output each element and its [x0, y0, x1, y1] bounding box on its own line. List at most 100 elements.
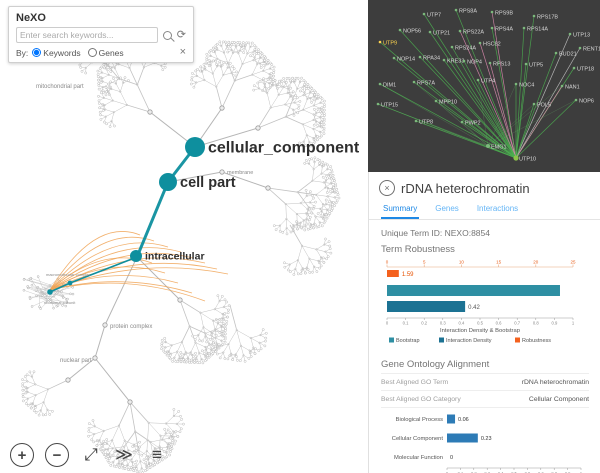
gene-label[interactable]: NOC4 [519, 82, 534, 88]
gene-node-RPS7A[interactable] [413, 81, 416, 84]
radio-keywords[interactable] [32, 48, 41, 57]
gene-label[interactable]: UTP18 [577, 66, 594, 72]
gene-label[interactable]: NOP56 [403, 28, 421, 34]
gene-node-DIM1[interactable] [379, 83, 382, 86]
tree-label[interactable]: macromolecular complex [46, 272, 90, 277]
fit-to-screen-button[interactable]: ⤢ [80, 444, 102, 466]
tree-node-label[interactable]: intracellular [145, 251, 205, 263]
gene-node-NOC4[interactable] [515, 83, 518, 86]
gene-label[interactable]: RPS24A [455, 45, 476, 51]
gene-node-UTP15[interactable] [377, 103, 380, 106]
gene-label[interactable]: BUD21 [559, 51, 577, 57]
gene-node-BUD21[interactable] [555, 52, 558, 55]
tree-label[interactable]: ribosomal subunit [44, 300, 76, 305]
gene-label[interactable]: UTP13 [573, 32, 590, 38]
zoom-out-button[interactable]: − [45, 443, 69, 467]
gene-label[interactable]: KRE33 [447, 58, 464, 64]
gene-node-RPS9B[interactable] [491, 11, 494, 14]
tree-label[interactable]: membrane [227, 170, 253, 176]
tab-genes[interactable]: Genes [433, 201, 461, 219]
gene-node-NOP6[interactable] [575, 99, 578, 102]
gene-node-UTP7[interactable] [423, 13, 426, 16]
gene-node-POL5[interactable] [533, 103, 536, 106]
interaction-network-canvas[interactable]: RPS8ARPS9BRPS17BUTP7UTP21RPS22ANOP56RPS4… [368, 0, 600, 172]
gene-node-UTP5[interactable] [525, 63, 528, 66]
gene-label[interactable]: UTP9 [383, 40, 397, 46]
gene-node-NOP4[interactable] [463, 60, 466, 63]
gene-label[interactable]: UTP15 [381, 102, 398, 108]
gene-node-UTP21[interactable] [429, 31, 432, 34]
gene-node-RPS4A[interactable] [491, 27, 494, 30]
gene-node-NOP14[interactable] [393, 57, 396, 60]
tree-node-intracellular[interactable] [130, 250, 142, 262]
gene-label[interactable]: NOP6 [579, 98, 594, 104]
gene-label[interactable]: RPS4A [495, 26, 513, 32]
tree-node-cell-part[interactable] [159, 173, 177, 191]
gene-node-HSC82[interactable] [479, 42, 482, 45]
gene-label[interactable]: RPS14A [527, 26, 548, 32]
tree-node-label[interactable]: cellular_component [208, 140, 360, 157]
gene-label[interactable]: NOP4 [467, 59, 482, 65]
gene-label[interactable]: RENT1 [583, 46, 600, 52]
zoom-in-button[interactable]: + [10, 443, 34, 467]
gene-node-NOP56[interactable] [399, 29, 402, 32]
gene-node-RPS8A[interactable] [455, 9, 458, 12]
ontology-tree-canvas[interactable]: cellular_componentcell part intracellular… [0, 0, 368, 473]
close-detail-icon[interactable]: × [379, 180, 395, 196]
tree-label[interactable]: protein complex [110, 324, 152, 330]
search-icon[interactable] [163, 31, 172, 40]
search-by-genes[interactable]: Genes [88, 48, 124, 58]
gene-label[interactable]: RPS13 [493, 61, 510, 67]
gene-label[interactable]: UTP5 [529, 62, 543, 68]
gene-label[interactable]: RPA34 [423, 55, 440, 61]
gene-label[interactable]: UTP4 [481, 78, 495, 84]
gene-label[interactable]: DIM1 [383, 82, 396, 88]
tree-node-label[interactable]: cell part [180, 175, 236, 191]
gene-node-UTP4[interactable] [477, 79, 480, 82]
gene-label[interactable]: MPP10 [439, 99, 457, 105]
gene-node-EMG1[interactable] [486, 144, 490, 148]
gene-label[interactable]: NOP14 [397, 56, 415, 62]
gene-node-RPS13[interactable] [489, 62, 492, 65]
layers-button[interactable]: ≡ [146, 444, 168, 466]
gene-label[interactable]: RPS22A [463, 29, 484, 35]
gene-label[interactable]: UTP7 [427, 12, 441, 18]
tab-summary[interactable]: Summary [381, 201, 419, 219]
gene-label[interactable]: EMG1 [491, 144, 507, 150]
gene-node-PWP2[interactable] [461, 121, 464, 124]
gene-label[interactable]: UTP21 [433, 30, 450, 36]
gene-label[interactable]: NAN1 [565, 84, 580, 90]
gene-node-UTP18[interactable] [573, 67, 576, 70]
radio-genes[interactable] [88, 48, 97, 57]
refresh-icon[interactable]: ⟳ [177, 30, 186, 41]
gene-node-NAN1[interactable] [561, 85, 564, 88]
search-by-keywords[interactable]: Keywords [32, 48, 80, 58]
gene-node-RPS24A[interactable] [451, 46, 454, 49]
gene-label[interactable]: RPS17B [537, 14, 558, 20]
tree-node-cellular-component[interactable] [185, 137, 205, 157]
gene-node-UTP13[interactable] [569, 33, 572, 36]
gene-label[interactable]: UTP10 [519, 156, 536, 162]
close-icon[interactable]: × [180, 47, 186, 58]
gene-node-RPA34[interactable] [419, 56, 422, 59]
gene-label[interactable]: RPS8A [459, 8, 477, 14]
gene-node-UTP8[interactable] [415, 120, 418, 123]
tree-label[interactable]: mitochondrial part [36, 84, 84, 90]
gene-label[interactable]: HSC82 [483, 41, 501, 47]
gene-node-MPP10[interactable] [435, 100, 438, 103]
gene-node-RPS17B[interactable] [533, 15, 536, 18]
tab-interactions[interactable]: Interactions [475, 201, 520, 219]
gene-node-KRE33[interactable] [443, 59, 446, 62]
collapse-tree-button[interactable]: ≫ [113, 444, 135, 466]
gene-node-RPS22A[interactable] [459, 30, 462, 33]
gene-node-RPS14A[interactable] [523, 27, 526, 30]
gene-node-UTP10[interactable] [513, 155, 518, 160]
gene-node-UTP9[interactable] [379, 41, 382, 44]
tree-label[interactable]: nuclear part [60, 358, 92, 364]
search-input[interactable] [16, 27, 158, 43]
gene-label[interactable]: UTP8 [419, 119, 433, 125]
gene-label[interactable]: POL5 [537, 102, 551, 108]
gene-node-RENT1[interactable] [579, 47, 582, 50]
gene-label[interactable]: RPS7A [417, 80, 435, 86]
selected-term-node[interactable] [47, 289, 53, 295]
